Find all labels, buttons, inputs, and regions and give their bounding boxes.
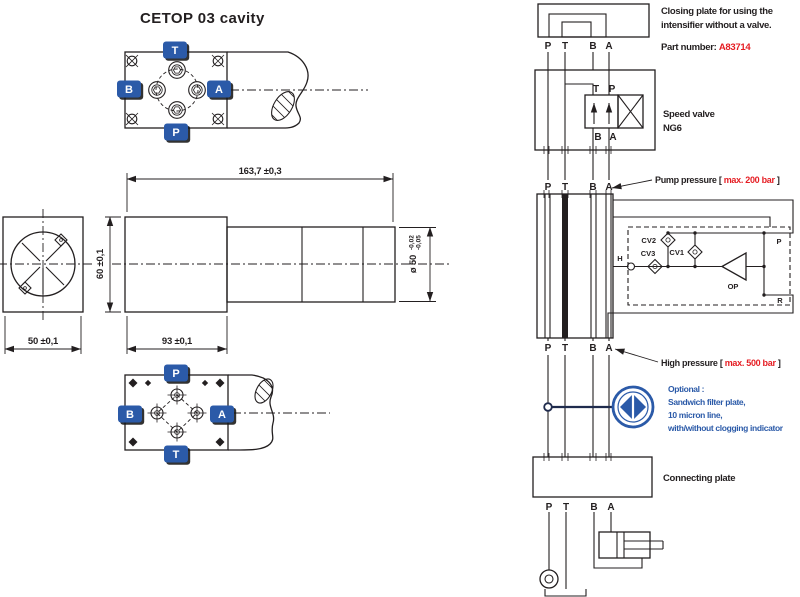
svg-text:B: B	[126, 409, 134, 421]
svg-text:P: P	[172, 368, 179, 380]
svg-text:A: A	[218, 409, 226, 421]
svg-text:P: P	[545, 41, 552, 52]
dim-diameter: ø 50 -0,02 -0,05	[408, 235, 423, 273]
svg-text:P: P	[609, 84, 616, 95]
svg-text:ø 50: ø 50	[408, 255, 419, 273]
dim-flange: 50 ±0,1	[28, 336, 59, 347]
end-view: 50 ±0,1	[0, 209, 92, 354]
filter-tap-node	[543, 402, 553, 412]
optional-note-2: Sandwich filter plate,	[668, 397, 745, 407]
svg-text:A: A	[605, 182, 612, 193]
speed-valve-label-1: Speed valve	[663, 109, 715, 120]
dim-height: 60 ±0,1	[95, 248, 106, 279]
connecting-plate-label: Connecting plate	[663, 473, 735, 484]
optional-note-1: Optional :	[668, 384, 705, 394]
speed-valve-symbol: T P B A	[534, 69, 656, 154]
svg-text:A: A	[605, 343, 612, 354]
svg-text:B: B	[125, 84, 133, 96]
badge-T-top: T	[163, 41, 190, 61]
intensifier-schematic: H CV3 CV2 CV1 OP P R	[617, 226, 791, 306]
svg-text:T: T	[173, 449, 180, 461]
cavity-pattern-circle	[155, 68, 199, 112]
svg-text:-0,05: -0,05	[416, 235, 423, 250]
port-h-label: H	[617, 254, 622, 263]
valve-closed-x	[617, 94, 644, 129]
actuator-circuit	[539, 512, 664, 597]
badge-B-bottom: B	[118, 405, 145, 425]
dim-width: 93 ±0,1	[162, 336, 193, 347]
section-hatching	[266, 87, 300, 125]
pump-symbol	[539, 569, 559, 589]
closing-plate-note-2: intensifier without a valve.	[661, 20, 771, 31]
schematic-plumbing	[607, 199, 794, 338]
section-hatching	[251, 376, 277, 406]
badge-P-top: P	[164, 123, 191, 143]
optional-note-4: with/without clogging indicator	[667, 423, 784, 433]
oscillator-pump-symbol	[720, 251, 747, 282]
break-contour	[227, 51, 309, 129]
svg-text:P: P	[546, 502, 553, 513]
svg-text:B: B	[590, 502, 597, 513]
cv2-label: CV2	[641, 236, 656, 245]
break-contour	[228, 374, 275, 451]
intensifier-block	[536, 190, 614, 339]
svg-text:B: B	[589, 41, 596, 52]
high-pressure-leader	[614, 348, 659, 363]
svg-text:A: A	[609, 132, 616, 143]
upper-port-row: P T B A	[545, 150, 613, 193]
cv1-label: CV1	[669, 248, 684, 257]
port-r-label: R	[777, 296, 783, 305]
svg-text:P: P	[545, 343, 552, 354]
optional-filter	[543, 385, 655, 429]
pump-pressure-leader	[611, 179, 653, 190]
optional-note-3: 10 micron line,	[668, 410, 722, 420]
closing-plate-note-1: Closing plate for using the	[661, 6, 773, 17]
svg-text:-0,02: -0,02	[409, 235, 416, 250]
svg-text:B: B	[589, 343, 596, 354]
badge-A-bottom: A	[210, 405, 237, 425]
svg-text:T: T	[562, 182, 568, 193]
h-node	[626, 262, 636, 271]
closing-plate-symbol: P T B A	[537, 3, 650, 70]
svg-text:T: T	[562, 41, 568, 52]
cv3-label: CV3	[641, 249, 656, 258]
badge-B-top: B	[117, 80, 144, 100]
port-badges: T B A P P B A	[117, 41, 237, 465]
high-pressure-note: High pressure [ max. 500 bar ]	[661, 358, 781, 368]
lower-port-row: P T B A	[545, 338, 613, 457]
svg-text:T: T	[563, 502, 569, 513]
svg-text:T: T	[172, 45, 179, 57]
svg-text:B: B	[594, 132, 601, 143]
svg-text:A: A	[607, 502, 614, 513]
tank-symbol	[544, 589, 587, 597]
cavity-top-view	[124, 51, 368, 129]
svg-text:T: T	[593, 84, 599, 95]
badge-A-top: A	[207, 80, 234, 100]
badge-T-bottom: T	[164, 445, 191, 465]
dim-length: 163,7 ±0,3	[239, 166, 282, 177]
svg-text:T: T	[562, 343, 568, 354]
svg-text:A: A	[605, 41, 612, 52]
port-p-label: P	[776, 237, 781, 246]
svg-text:P: P	[172, 127, 179, 139]
op-label: OP	[728, 282, 739, 291]
pump-pressure-note: Pump pressure [ max. 200 bar ]	[655, 175, 780, 185]
svg-text:B: B	[589, 182, 596, 193]
tank-channel	[562, 194, 568, 338]
svg-text:P: P	[545, 182, 552, 193]
speed-valve-label-2: NG6	[663, 123, 682, 134]
page-title: CETOP 03 cavity	[140, 10, 265, 27]
part-number: Part number: A83714	[661, 42, 751, 53]
side-view: 163,7 ±0,3 60 ±0,1 93 ±0,1 ø 50 -0,02 -0…	[95, 166, 452, 354]
svg-text:A: A	[215, 84, 223, 96]
connecting-plate-symbol: P T B A	[532, 453, 653, 513]
badge-P-bottom: P	[164, 364, 191, 384]
